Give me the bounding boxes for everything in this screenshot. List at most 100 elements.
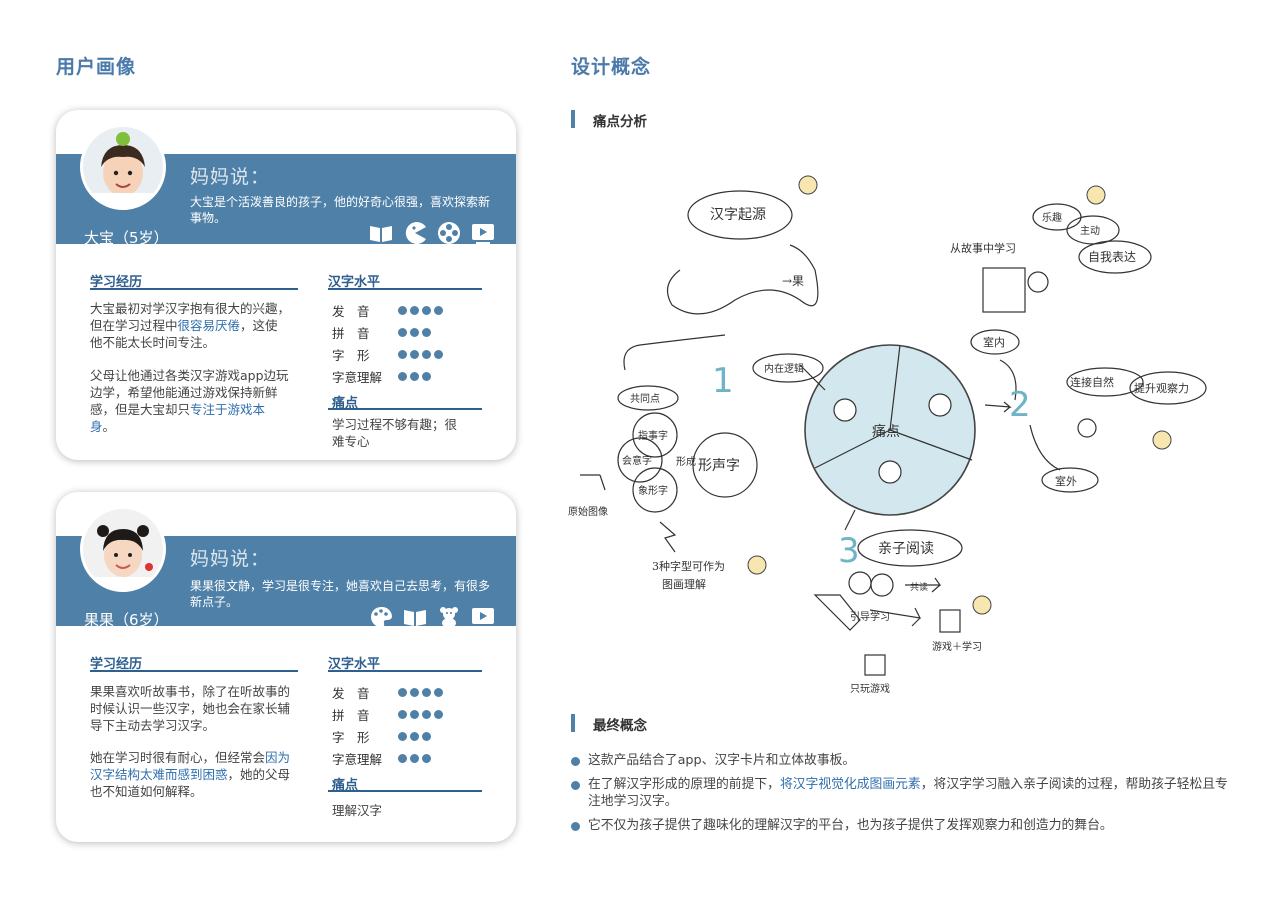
level-dot	[410, 732, 419, 741]
level-dot	[434, 688, 443, 697]
level-dot	[398, 754, 407, 763]
experience-paragraph-1: 果果喜欢听故事书，除了在听故事的时候认识一些汉字，她也会在家长辅导下主动去学习汉…	[90, 684, 291, 733]
pain-text: 理解汉字	[332, 803, 383, 818]
experience-paragraph-2: 父母让他通过各类汉字游戏app边玩边学，希望他能通过游戏保持新鲜感，但是大宝却只…	[90, 368, 289, 434]
level-dots	[398, 306, 443, 315]
pain-point-sketch: 1 2 3 汉字起源 →果 内在逻辑 共同点 指事字 会意字 象形字 形声字 形…	[568, 175, 1207, 695]
pain-text: 学习过程不够有趣；很难专心	[332, 417, 458, 449]
level-dot	[434, 350, 443, 359]
level-row: 发 音	[332, 301, 443, 320]
sketch-label: 提升观察力	[1134, 381, 1189, 395]
sketch-label: →果	[782, 274, 804, 288]
lightbulb-icon	[972, 595, 992, 615]
mom-quote: 果果很文静，学习是很专注，她喜欢自己去思考，有很多新点子。	[190, 579, 491, 609]
pain-analysis-heading: 痛点分析	[571, 110, 647, 130]
level-dots	[398, 350, 443, 359]
level-dot	[434, 710, 443, 719]
child-face-icon	[928, 393, 952, 417]
level-row: 字 形	[332, 727, 431, 746]
teddy-bear-icon	[440, 607, 458, 628]
divider	[328, 408, 482, 410]
level-row: 拼 音	[332, 705, 443, 724]
divider	[328, 670, 482, 672]
sketch-number-1: 1	[712, 361, 734, 401]
lightbulb-icon	[747, 555, 767, 575]
list-item: 它不仅为孩子提供了趣味化的理解汉字的平台，也为孩子提供了发挥观察力和创造力的舞台…	[570, 817, 1230, 834]
divider	[90, 670, 298, 672]
level-dot	[398, 328, 407, 337]
level-dot	[422, 732, 431, 741]
level-row: 发 音	[332, 683, 443, 702]
sketch-label: 形声字	[698, 458, 740, 474]
level-dot	[410, 710, 419, 719]
sketch-label: 从故事中学习	[950, 241, 1016, 255]
sketch-label: 共读	[910, 581, 928, 593]
book-icon	[404, 610, 426, 626]
child-face-icon	[1077, 418, 1097, 438]
level-heading: 汉字水平	[328, 275, 381, 290]
level-row: 字意理解	[332, 367, 431, 386]
experience-heading: 学习经历	[90, 275, 143, 290]
sketch-label: 共同点	[630, 393, 660, 405]
level-dots	[398, 754, 431, 763]
level-dots	[398, 688, 443, 697]
level-dots	[398, 372, 431, 381]
mom-says-label: 妈妈说：	[190, 548, 271, 570]
avatar	[80, 124, 166, 210]
divider	[90, 288, 298, 290]
lightbulb-icon	[1086, 185, 1106, 205]
child-face-icon	[1027, 271, 1049, 293]
sketch-label: 图画理解	[662, 577, 706, 591]
level-dots	[398, 732, 431, 741]
level-dot	[422, 688, 431, 697]
list-item: 这款产品结合了app、汉字卡片和立体故事板。	[570, 752, 1230, 769]
child-face-icon	[870, 573, 894, 597]
level-dots	[398, 328, 431, 337]
child-face-icon	[848, 571, 872, 595]
sketch-label: 室内	[983, 335, 1005, 349]
divider	[328, 790, 482, 792]
level-dot	[398, 372, 407, 381]
palette-icon	[371, 606, 392, 627]
pain-heading: 痛点	[332, 396, 359, 411]
sketch-label: 只玩游戏	[850, 682, 890, 695]
interest-icons	[368, 604, 496, 630]
lightbulb-icon	[798, 175, 818, 195]
level-dot	[398, 732, 407, 741]
mom-says-label: 妈妈说：	[190, 166, 271, 188]
level-dot	[422, 754, 431, 763]
video-play-icon	[472, 224, 494, 244]
level-heading: 汉字水平	[328, 657, 381, 672]
pacman-icon	[405, 222, 426, 244]
sketch-label: 汉字起源	[710, 207, 766, 223]
book-icon	[370, 226, 392, 242]
list-item: 在了解汉字形成的原理的前提下，将汉字视觉化成图画元素，将汉字学习融入亲子阅读的过…	[570, 776, 1230, 810]
experience-heading: 学习经历	[90, 657, 143, 672]
level-dot	[410, 688, 419, 697]
mom-quote: 大宝是个活泼善良的孩子，他的好奇心很强，喜欢探索新事物。	[190, 195, 491, 225]
child-face-icon	[833, 398, 857, 422]
level-dots	[398, 710, 443, 719]
sketch-label: 主动	[1080, 225, 1100, 237]
level-dot	[398, 710, 407, 719]
final-concept-heading: 最终概念	[571, 714, 647, 734]
level-dot	[398, 688, 407, 697]
video-play-icon	[472, 608, 494, 628]
sketch-label: 自我表达	[1088, 250, 1136, 264]
pain-heading: 痛点	[332, 778, 359, 793]
level-dot	[434, 306, 443, 315]
level-dot	[422, 710, 431, 719]
level-dot	[410, 350, 419, 359]
sketch-label: 3种字型可作为	[652, 559, 725, 573]
child-face-icon	[878, 460, 902, 484]
lightbulb-icon	[1152, 430, 1172, 450]
level-row: 字 形	[332, 345, 443, 364]
level-dot	[410, 306, 419, 315]
sketch-number-2: 2	[1009, 385, 1031, 425]
sketch-label: 亲子阅读	[878, 540, 934, 557]
persona-card-guoguo: 果果（6岁） 妈妈说： 果果很文静，学习是很专注，她喜欢自己去思考，有很多新点子…	[56, 492, 516, 842]
level-dot	[422, 328, 431, 337]
sketch-label: 内在逻辑	[764, 362, 804, 375]
sketch-label: 象形字	[638, 484, 668, 497]
level-dot	[410, 754, 419, 763]
